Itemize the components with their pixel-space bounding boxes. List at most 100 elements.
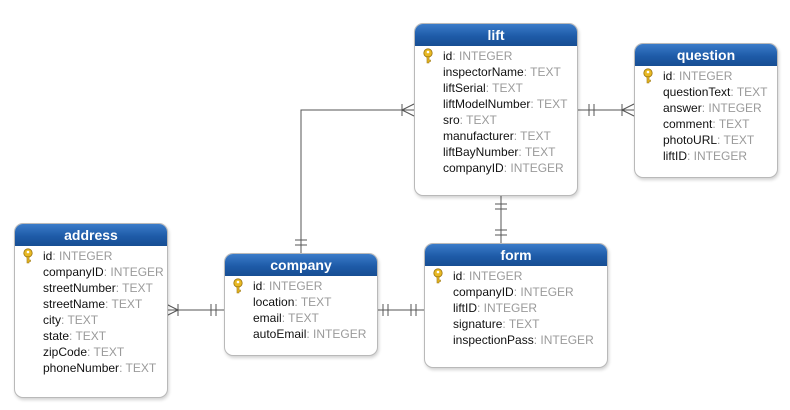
- field-list: idINTEGERcompanyIDINTEGERstreetNumberTEX…: [15, 246, 167, 376]
- field-name: inspectorName: [443, 65, 524, 79]
- field-name: city: [43, 313, 61, 327]
- field-name: liftModelNumber: [443, 97, 531, 111]
- field-row: answerINTEGER: [635, 100, 777, 116]
- entity-question[interactable]: question idINTEGERquestionTextTEXTanswer…: [634, 43, 778, 178]
- field-list: idINTEGERinspectorNameTEXTliftSerialTEXT…: [415, 46, 577, 176]
- field-row: signatureTEXT: [425, 316, 607, 332]
- entity-title: address: [15, 224, 167, 246]
- entity-title: question: [635, 44, 777, 66]
- field-type: TEXT: [119, 361, 156, 375]
- field-name: answer: [663, 101, 702, 115]
- field-type: TEXT: [730, 85, 767, 99]
- field-row: companyIDINTEGER: [415, 160, 577, 176]
- field-type: INTEGER: [534, 333, 594, 347]
- field-name: sro: [443, 113, 460, 127]
- field-name: companyID: [453, 285, 514, 299]
- field-list: idINTEGERlocationTEXTemailTEXTautoEmailI…: [225, 276, 377, 342]
- field-row: questionTextTEXT: [635, 84, 777, 100]
- field-row: idINTEGER: [635, 68, 777, 84]
- field-type: TEXT: [524, 65, 561, 79]
- field-type: TEXT: [294, 295, 331, 309]
- field-row: liftIDINTEGER: [635, 148, 777, 164]
- field-name: autoEmail: [253, 327, 307, 341]
- field-name: manufacturer: [443, 129, 514, 143]
- entity-title: company: [225, 254, 377, 276]
- field-row: stateTEXT: [15, 328, 167, 344]
- field-type: TEXT: [105, 297, 142, 311]
- field-row: liftSerialTEXT: [415, 80, 577, 96]
- field-row: liftBayNumberTEXT: [415, 144, 577, 160]
- field-type: TEXT: [514, 129, 551, 143]
- field-type: INTEGER: [687, 149, 747, 163]
- field-name: questionText: [663, 85, 731, 99]
- field-type: TEXT: [61, 313, 98, 327]
- field-type: TEXT: [460, 113, 497, 127]
- field-name: state: [43, 329, 70, 343]
- primary-key-icon: [233, 278, 243, 294]
- field-type: INTEGER: [504, 161, 564, 175]
- entity-form[interactable]: form idINTEGERcompanyIDINTEGERliftIDINTE…: [424, 243, 608, 368]
- field-name: zipCode: [43, 345, 88, 359]
- field-row: commentTEXT: [635, 116, 777, 132]
- field-name: liftID: [663, 149, 687, 163]
- field-row: idINTEGER: [225, 278, 377, 294]
- field-name: photoURL: [663, 133, 718, 147]
- field-row: inspectorNameTEXT: [415, 64, 577, 80]
- field-type: TEXT: [712, 117, 749, 131]
- entity-address[interactable]: address idINTEGERcompanyIDINTEGERstreetN…: [14, 223, 168, 398]
- field-name: id: [443, 49, 453, 63]
- field-type: INTEGER: [702, 101, 762, 115]
- field-type: INTEGER: [452, 49, 512, 63]
- field-name: phoneNumber: [43, 361, 120, 375]
- field-type: TEXT: [717, 133, 754, 147]
- field-name: companyID: [43, 265, 104, 279]
- field-name: streetNumber: [43, 281, 116, 295]
- field-type: INTEGER: [306, 327, 366, 341]
- field-name: email: [253, 311, 282, 325]
- field-type: INTEGER: [477, 301, 537, 315]
- field-row: liftModelNumberTEXT: [415, 96, 577, 112]
- field-name: inspectionPass: [453, 333, 534, 347]
- field-type: TEXT: [486, 81, 523, 95]
- field-name: companyID: [443, 161, 504, 175]
- field-row: streetNumberTEXT: [15, 280, 167, 296]
- field-name: liftBayNumber: [443, 145, 519, 159]
- field-row: autoEmailINTEGER: [225, 326, 377, 342]
- field-type: TEXT: [87, 345, 124, 359]
- field-type: TEXT: [282, 311, 319, 325]
- field-name: signature: [453, 317, 503, 331]
- field-row: emailTEXT: [225, 310, 377, 326]
- field-row: idINTEGER: [15, 248, 167, 264]
- field-row: liftIDINTEGER: [425, 300, 607, 316]
- field-type: INTEGER: [104, 265, 164, 279]
- field-row: photoURLTEXT: [635, 132, 777, 148]
- field-row: zipCodeTEXT: [15, 344, 167, 360]
- field-name: location: [253, 295, 295, 309]
- field-row: manufacturerTEXT: [415, 128, 577, 144]
- field-row: idINTEGER: [425, 268, 607, 284]
- rel-company-lift: [300, 109, 414, 253]
- field-row: companyIDINTEGER: [15, 264, 167, 280]
- field-name: id: [663, 69, 673, 83]
- field-row: phoneNumberTEXT: [15, 360, 167, 376]
- field-name: id: [453, 269, 463, 283]
- field-type: TEXT: [116, 281, 153, 295]
- field-name: streetName: [43, 297, 106, 311]
- primary-key-icon: [23, 248, 33, 264]
- entity-company[interactable]: company idINTEGERlocationTEXTemailTEXTau…: [224, 253, 378, 356]
- field-type: INTEGER: [462, 269, 522, 283]
- field-type: TEXT: [530, 97, 567, 111]
- field-row: inspectionPassINTEGER: [425, 332, 607, 348]
- field-name: liftID: [453, 301, 477, 315]
- field-row: sroTEXT: [415, 112, 577, 128]
- field-type: TEXT: [69, 329, 106, 343]
- field-row: idINTEGER: [415, 48, 577, 64]
- field-list: idINTEGERcompanyIDINTEGERliftIDINTEGERsi…: [425, 266, 607, 348]
- field-row: cityTEXT: [15, 312, 167, 328]
- field-type: TEXT: [502, 317, 539, 331]
- field-type: INTEGER: [262, 279, 322, 293]
- field-row: streetNameTEXT: [15, 296, 167, 312]
- entity-lift[interactable]: lift idINTEGERinspectorNameTEXTliftSeria…: [414, 23, 578, 196]
